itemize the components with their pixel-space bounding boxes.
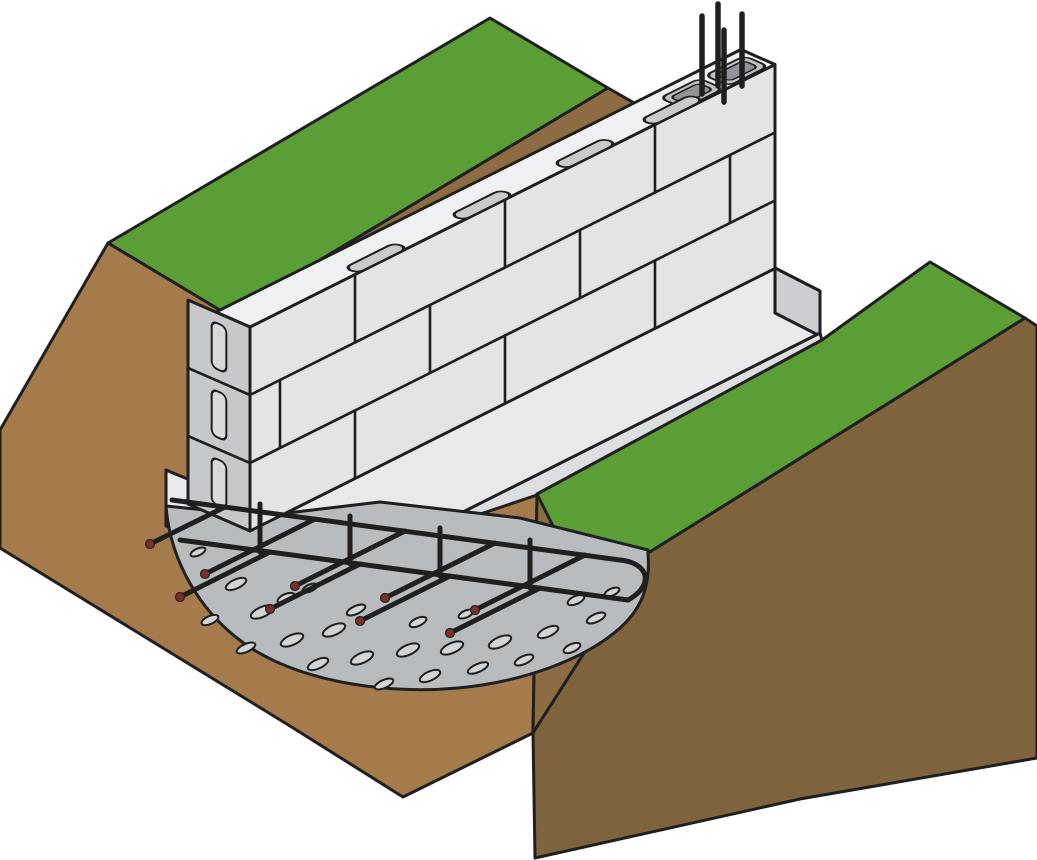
footing-rebar-cage	[144, 497, 648, 639]
vertical-rebar-dowels	[699, 1, 745, 105]
cmu-block-wall	[186, 1, 777, 533]
mortar-joint-lines	[248, 123, 777, 480]
mortar-dabs	[346, 95, 702, 273]
block-end-grooves	[186, 321, 252, 509]
right-berm-front-face	[531, 316, 1037, 860]
